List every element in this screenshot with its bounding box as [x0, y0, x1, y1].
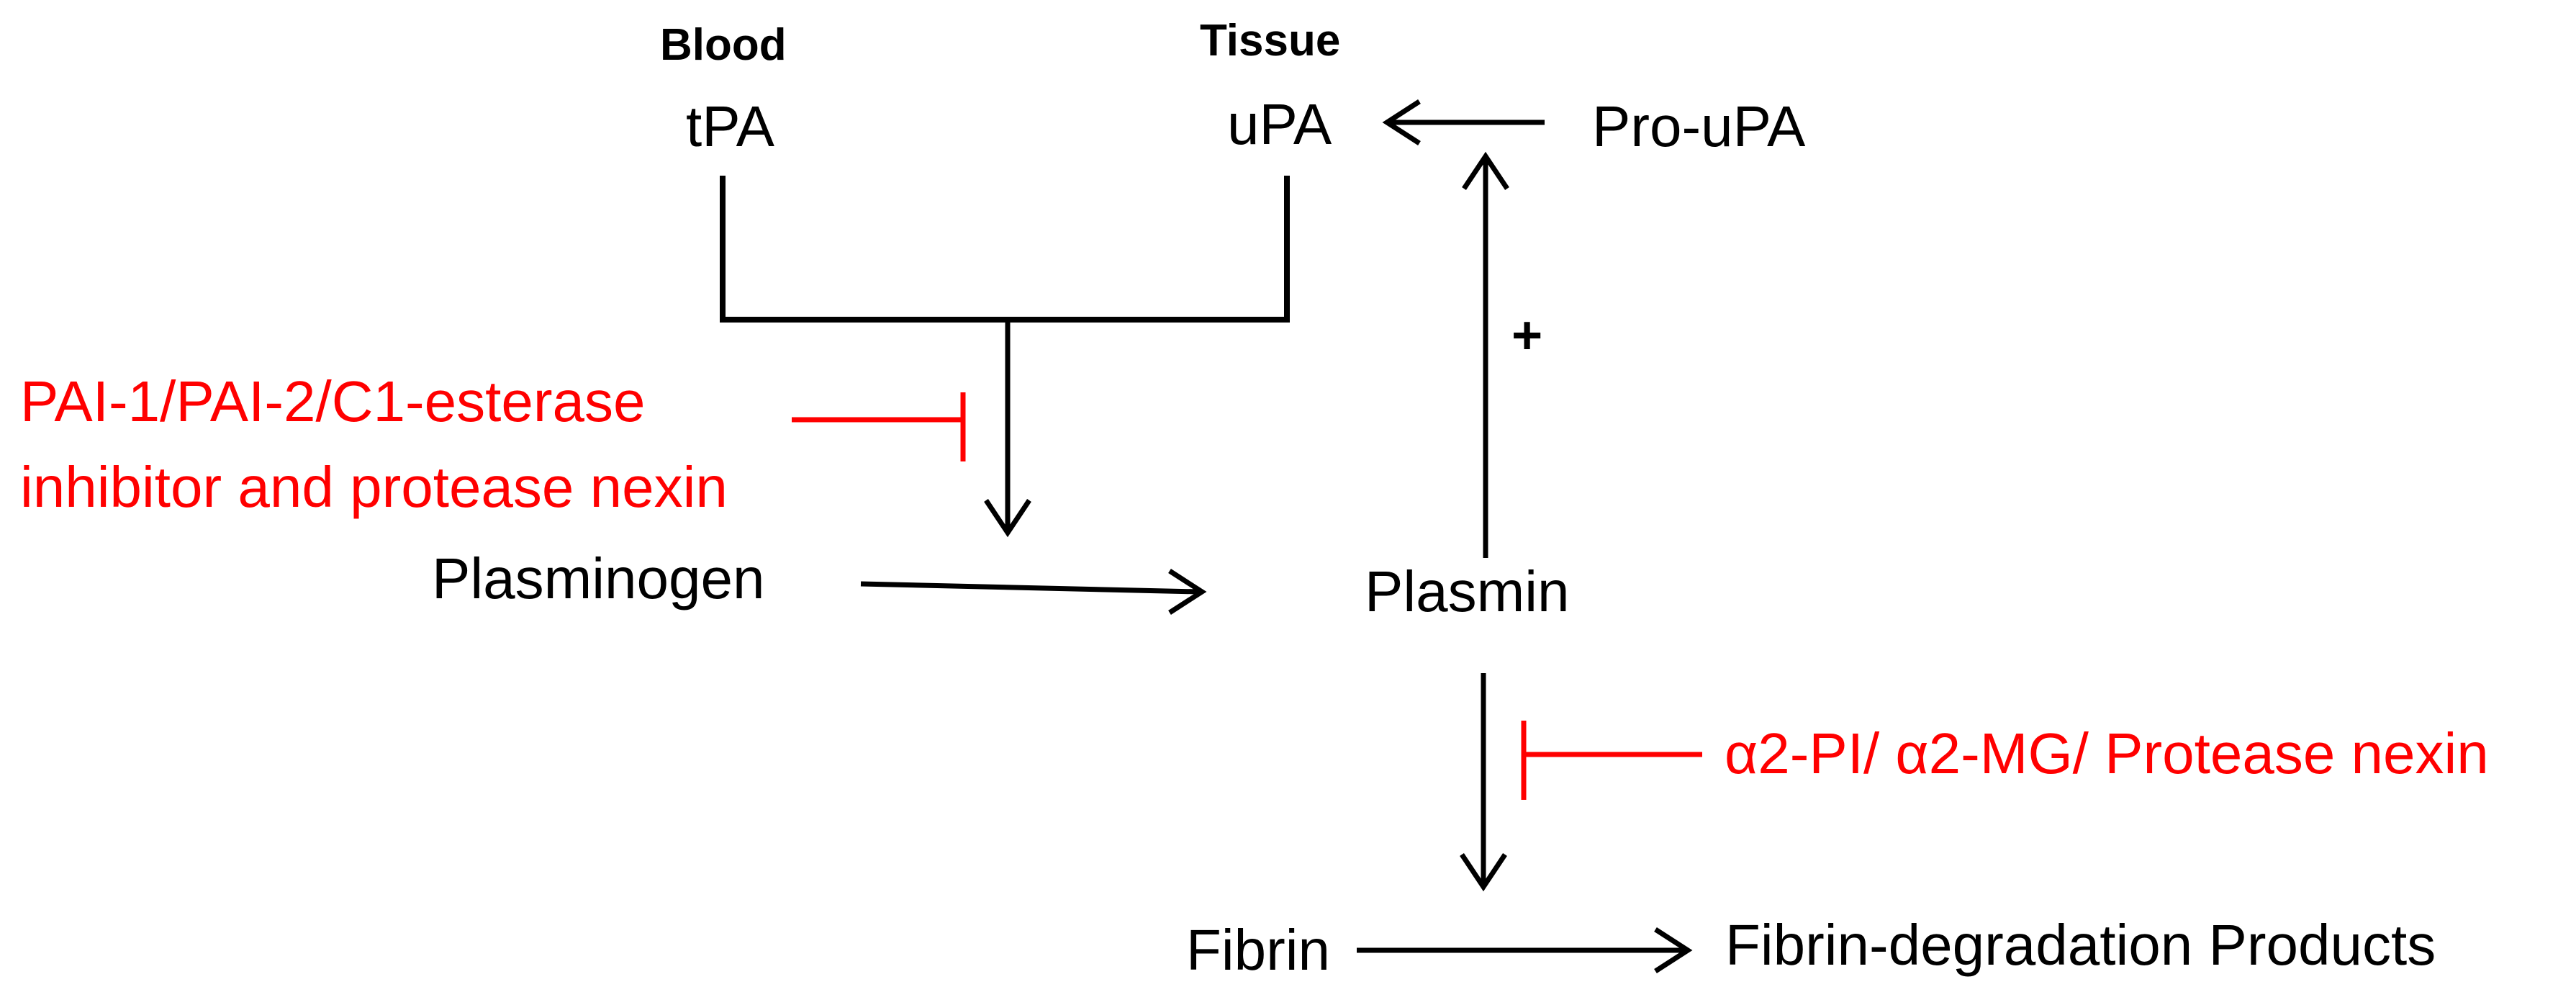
- plasmin-label: Plasmin: [1365, 559, 1570, 623]
- tissue-header: Tissue: [1200, 16, 1341, 66]
- fibrin-to-products-arrow: [1357, 927, 1693, 973]
- prouPA-to-upa-arrow: [1382, 99, 1545, 145]
- tpa-label: tPA: [686, 94, 775, 158]
- upa-label: uPA: [1227, 92, 1332, 156]
- fibrin-degradation-products-label: Fibrin-degradation Products: [1725, 913, 2436, 977]
- activators-to-plasminogen-arrow: [984, 320, 1031, 538]
- plasminogen-to-plasmin-arrow: [860, 569, 1207, 615]
- plasmin-inhibitors-label: α2-PI/ α2-MG/ Protease nexin: [1725, 721, 2489, 785]
- positive-feedback-sign: +: [1511, 305, 1543, 365]
- fibrin-label: Fibrin: [1186, 918, 1331, 982]
- plasminogen-label: Plasminogen: [432, 546, 765, 610]
- activator-inhibitors-line1: PAI-1/PAI-2/C1-esterase: [20, 369, 646, 433]
- activator-inhibitors-line2: inhibitor and protease nexin: [20, 455, 728, 519]
- blood-header: Blood: [660, 20, 787, 70]
- plasmin-feedback-arrow: [1462, 151, 1509, 558]
- plasmin-to-fibrin-arrow: [1460, 673, 1507, 892]
- plasmin-inhibition-bar: [1521, 721, 1702, 800]
- pro-upa-label: Pro-uPA: [1592, 94, 1806, 158]
- activator-inhibition-bar: [792, 392, 966, 461]
